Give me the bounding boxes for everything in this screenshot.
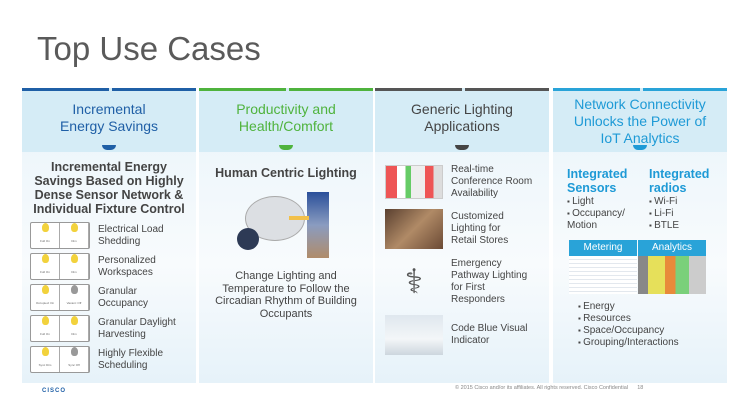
chevron-down-icon — [455, 145, 469, 150]
list-item: BTLE — [649, 220, 715, 232]
header-line: Generic Lighting — [411, 101, 513, 117]
column-energy-savings: Incremental Energy Savings Incremental E… — [22, 88, 196, 383]
item-label: Highly Flexible Scheduling — [98, 347, 164, 371]
header-line: Health/Comfort — [238, 118, 334, 134]
list-item: Light — [567, 196, 635, 208]
list-item: Wi-Fi — [649, 196, 715, 208]
bulb-icon: Full On — [31, 223, 60, 248]
item-label: Emergency Pathway Lighting for First Res… — [451, 258, 528, 305]
list-item: Space/Occupancy — [578, 325, 727, 337]
lighting-mode-icon: Sync Dim Sync Off — [30, 346, 90, 373]
icon-label: Vacant: Off — [66, 301, 82, 305]
bulb-icon: Dim — [60, 316, 89, 341]
bulb-icon: Occupied: On — [31, 285, 60, 310]
tab-analytics[interactable]: Analytics — [638, 240, 706, 256]
header-line: Applications — [424, 118, 500, 134]
radios-title: Integrated radios — [649, 167, 710, 195]
header-line: IoT Analytics — [600, 130, 680, 146]
subtitle: Incremental Energy Savings Based on High… — [33, 160, 185, 216]
list-item: Full On Dim Granular Daylight Harvesting — [30, 315, 196, 342]
bulb-icon: Dim — [60, 223, 89, 248]
header-line: Unlocks the Power of — [573, 113, 707, 129]
cisco-logo: CISCO — [42, 388, 67, 394]
bulb-icon: Sync Off — [60, 347, 89, 372]
item-label: Granular Occupancy — [98, 285, 149, 309]
caption: Change Lighting and Temperature to Follo… — [215, 270, 357, 320]
list-item: Li-Fi — [649, 208, 715, 220]
lighting-mode-icon: Full On Dim — [30, 315, 90, 342]
sensors-title: Integrated Sensors — [567, 167, 628, 195]
column-header: Generic Lighting Applications — [375, 88, 549, 152]
item-label: Real-time Conference Room Availability — [451, 164, 533, 199]
list-item: Occupancy/ Motion — [567, 208, 635, 232]
lighting-mode-icon: Occupied: On Vacant: Off — [30, 284, 90, 311]
bulb-icon: Full On — [31, 316, 60, 341]
list-item: Full On Dim Electrical Load Shedding — [30, 222, 196, 249]
icon-label: Dim — [71, 239, 77, 243]
caduceus-icon: ⚕ — [404, 263, 424, 301]
item-label: Personalized Workspaces — [98, 254, 156, 278]
icon-label: Occupied: On — [35, 301, 55, 305]
item-label: Code Blue Visual Indicator — [451, 323, 528, 346]
column-header: Network Connectivity Unlocks the Power o… — [553, 88, 727, 152]
page-number: 18 — [637, 385, 644, 391]
header-line: Network Connectivity — [574, 96, 706, 112]
bulb-icon: Vacant: Off — [60, 285, 89, 310]
icon-label: Sync Dim — [38, 363, 52, 367]
header-line: Productivity and — [236, 101, 336, 117]
column-header: Productivity and Health/Comfort — [199, 88, 373, 152]
copyright: © 2015 Cisco and/or its affiliates. All … — [455, 385, 629, 391]
bulb-icon: Full On — [31, 254, 60, 279]
hospital-photo — [385, 315, 443, 355]
item-label: Granular Daylight Harvesting — [98, 316, 176, 340]
header-line: Energy Savings — [59, 118, 159, 134]
lighting-mode-icon: Full On Dim — [30, 222, 90, 249]
list-item: Occupied: On Vacant: Off Granular Occupanc… — [30, 284, 196, 311]
icon-label: Full On — [40, 239, 50, 243]
icon-label: Dim — [71, 332, 77, 336]
column-productivity: Productivity and Health/Comfort Human Ce… — [199, 88, 373, 383]
bulb-icon: Dim — [60, 254, 89, 279]
list-item: Energy — [578, 301, 727, 313]
page-title: Top Use Cases — [37, 30, 261, 67]
chevron-down-icon — [279, 145, 293, 150]
list-item: Grouping/Interactions — [578, 337, 727, 349]
icon-label: Full On — [40, 270, 50, 274]
list-item: Sync Dim Sync Off Highly Flexible Scheduli… — [30, 346, 196, 373]
item-label: Customized Lighting for Retail Stores — [451, 211, 509, 246]
header-line: Incremental — [72, 101, 146, 117]
icon-label: Sync Off — [68, 363, 80, 367]
dashboard-panels: Metering Analytics — [569, 240, 727, 294]
chevron-down-icon — [102, 145, 116, 150]
column-network-connectivity: Network Connectivity Unlocks the Power o… — [553, 88, 727, 383]
floorplan-image — [385, 165, 443, 199]
subtitle: Human Centric Lighting — [215, 166, 357, 180]
bulb-icon: Sync Dim — [31, 347, 60, 372]
chevron-down-icon — [633, 145, 647, 150]
retail-photo — [385, 209, 443, 249]
list-item: Resources — [578, 313, 727, 325]
column-header: Incremental Energy Savings — [22, 88, 196, 152]
footer: © 2015 Cisco and/or its affiliates. All … — [455, 385, 643, 391]
tab-metering[interactable]: Metering — [569, 240, 637, 256]
brain-light-illustration — [237, 188, 333, 264]
column-generic-lighting: Generic Lighting Applications Real-time … — [375, 88, 549, 383]
icon-label: Dim — [71, 270, 77, 274]
icon-label: Full On — [40, 332, 50, 336]
analytics-screenshot — [638, 256, 706, 294]
lighting-mode-icon: Full On Dim — [30, 253, 90, 280]
item-label: Electrical Load Shedding — [98, 223, 164, 247]
list-item: Full On Dim Personalized Workspaces — [30, 253, 196, 280]
metering-screenshot — [569, 256, 637, 294]
